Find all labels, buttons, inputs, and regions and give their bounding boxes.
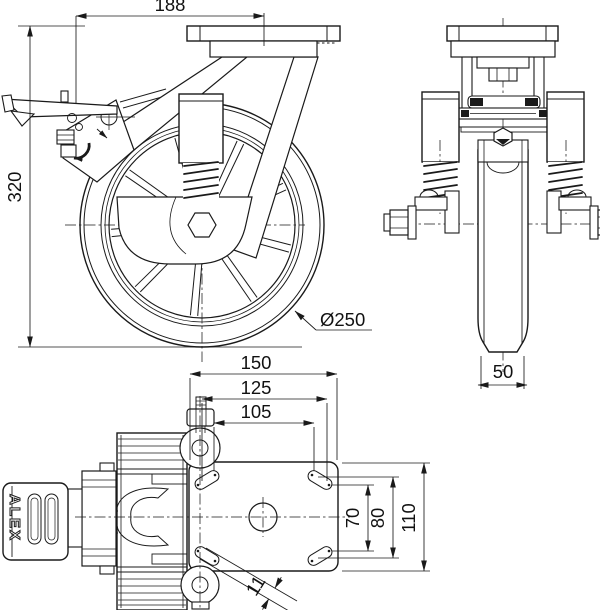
dim-bolt-span-narrow: 70 [332, 484, 374, 552]
top-plate-front [446, 25, 559, 82]
dim-wheel-width-label: 50 [493, 361, 514, 382]
side-view: 188 320 Ø250 [1, 0, 372, 362]
dim-wheel-width: 50 [477, 356, 528, 389]
pedal-pad [2, 482, 69, 561]
axle-bracket [116, 196, 253, 265]
spring-housing [178, 93, 224, 164]
dim-overall-length-label: 188 [155, 0, 186, 15]
dim-plate-length-label: 150 [241, 352, 272, 373]
spring-housing-left [421, 91, 460, 163]
bolt-slots [194, 470, 333, 566]
brake-rod [119, 88, 167, 103]
tread-lines [118, 438, 186, 606]
bearing-dome [486, 161, 520, 174]
spring-housing-right [546, 91, 585, 163]
swivel-nut [186, 408, 215, 427]
dim-bolt-span-wide: 80 [318, 476, 399, 559]
pedal-mount-block [81, 470, 117, 567]
mounting-plate [188, 461, 339, 572]
rotation-arrow-icon [73, 142, 91, 162]
dim-slot-width-label: 11 [241, 572, 269, 599]
top-plate-side [186, 25, 341, 58]
front-view: 50 [383, 18, 600, 389]
catch-bolt [56, 129, 75, 145]
dim-plate-width-label: 110 [398, 503, 419, 533]
swivel-bolt [186, 396, 215, 610]
axle-bolt-head-right [597, 209, 600, 236]
kingpin [488, 67, 518, 82]
lever-pin [60, 90, 69, 103]
center-hex-bolt [493, 127, 513, 147]
dim-bolt-span-narrow-label: 70 [342, 508, 363, 529]
dim-plate-length: 150 [189, 352, 338, 460]
pedal-rib [44, 493, 59, 545]
dim-overall-height-label: 320 [4, 172, 25, 203]
direction-arrow-icon [96, 128, 108, 139]
dim-bolt-span-inner: 105 [213, 401, 315, 471]
wheel-front [477, 149, 529, 353]
dim-plate-width: 110 [342, 462, 430, 572]
brand-label: ALEX [6, 494, 23, 542]
dim-wheel-diameter: Ø250 [294, 309, 372, 331]
wheel-plan [115, 432, 188, 610]
dim-bolt-span-outer-label: 125 [241, 377, 272, 398]
dim-wheel-diameter-label: Ø250 [320, 309, 365, 330]
spring-assembly-side [178, 93, 224, 199]
lever-tip [1, 94, 15, 113]
brake-yoke [115, 487, 170, 547]
dim-overall-length: 188 [75, 0, 265, 103]
spring-assembly-front [421, 91, 585, 214]
axle-hex-nut [187, 212, 217, 238]
dim-bolt-span-outer: 125 [201, 377, 328, 481]
dim-bolt-span-wide-label: 80 [367, 508, 388, 529]
pedal-rib [27, 493, 42, 545]
dim-bolt-span-inner-label: 105 [241, 401, 272, 422]
swivel-bearing [209, 40, 318, 58]
axle-bolt-head-left [389, 209, 409, 236]
plan-view: ALEX [2, 352, 430, 610]
axle-assembly [383, 189, 600, 240]
coil-spring [183, 161, 219, 199]
brake-pedal: ALEX [2, 462, 117, 575]
dim-overall-height: 320 [4, 25, 302, 348]
